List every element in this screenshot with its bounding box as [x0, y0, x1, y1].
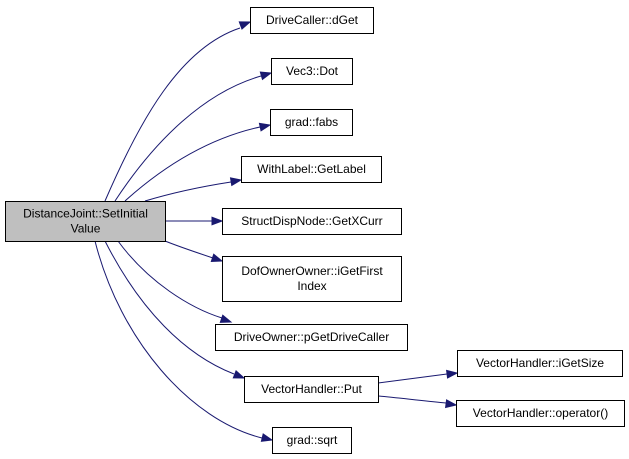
node-withlabel-getlabel[interactable]: WithLabel::GetLabel	[241, 156, 382, 183]
node-driveowner-pgetdrivecaller[interactable]: DriveOwner::pGetDriveCaller	[215, 324, 408, 351]
arrow-head-icon	[259, 71, 273, 81]
node-label: VectorHandler::iGetSize	[476, 356, 604, 370]
edge-line	[124, 126, 261, 202]
node-box	[241, 156, 382, 183]
arrow-head-icon	[238, 21, 252, 30]
edge-line	[377, 395, 447, 404]
edge-root-to-n-driveowner-pgetdrivecaller	[117, 240, 233, 323]
arrow-head-icon	[232, 369, 246, 379]
node-drivecaller-dget[interactable]: DriveCaller::dGet	[250, 7, 374, 34]
edge-line	[144, 181, 232, 202]
node-box	[244, 376, 379, 403]
node-label: Vec3::Dot	[286, 64, 339, 78]
node-label: DofOwnerOwner::iGetFirst	[241, 264, 383, 278]
node-box	[215, 324, 408, 351]
node-vectorhandler-operator[interactable]: VectorHandler::operator()	[456, 400, 625, 427]
node-box	[457, 350, 623, 377]
arrow-head-icon	[210, 253, 224, 262]
edge-root-to-n-grad-sqrt	[94, 240, 274, 442]
node-label: DriveCaller::dGet	[266, 13, 359, 27]
edge-line	[377, 373, 448, 384]
edge-root-to-n-vec3-dot	[114, 71, 273, 202]
node-box	[270, 109, 353, 136]
node-label: Index	[297, 279, 326, 293]
node-box	[222, 208, 402, 235]
node-structdispnode-getxcurr[interactable]: StructDispNode::GetXCurr	[222, 208, 402, 235]
node-vec3-dot[interactable]: Vec3::Dot	[271, 58, 353, 85]
node-box	[456, 400, 625, 427]
edge-line	[114, 75, 262, 202]
node-label: VectorHandler::Put	[261, 382, 362, 396]
node-vectorhandler-igetsize[interactable]: VectorHandler::iGetSize	[457, 350, 623, 377]
node-box	[272, 427, 352, 454]
edge-n-vectorhandler-put-to-n-vectorhandler-operator	[377, 395, 458, 409]
edge-root-to-n-dofownerowner-igetfirstindex	[164, 240, 224, 262]
node-box	[271, 58, 353, 85]
edges-layer	[94, 21, 459, 442]
edge-root-to-n-structdispnode-getxcurr	[165, 216, 224, 226]
node-label: VectorHandler::operator()	[473, 406, 608, 420]
node-box	[250, 7, 374, 34]
arrow-head-icon	[229, 177, 243, 187]
node-grad-sqrt[interactable]: grad::sqrt	[272, 427, 352, 454]
edge-root-to-n-drivecaller-dget	[104, 21, 252, 202]
arrow-head-icon	[211, 216, 224, 226]
node-grad-fabs[interactable]: grad::fabs	[270, 109, 353, 136]
edge-line	[164, 240, 214, 259]
node-label: StructDispNode::GetXCurr	[241, 214, 382, 228]
node-label: grad::sqrt	[287, 433, 338, 447]
arrow-head-icon	[258, 122, 272, 132]
edge-line	[117, 240, 223, 319]
node-vectorhandler-put[interactable]: VectorHandler::Put	[244, 376, 379, 403]
edge-line	[104, 240, 235, 375]
edge-root-to-n-vectorhandler-put	[104, 240, 246, 379]
edge-line	[104, 27, 241, 202]
node-label: DriveOwner::pGetDriveCaller	[234, 330, 389, 344]
edge-root-to-n-grad-fabs	[124, 122, 272, 202]
node-box	[222, 256, 402, 302]
arrow-head-icon	[260, 433, 274, 442]
edge-root-to-n-withlabel-getlabel	[144, 177, 243, 202]
arrow-head-icon	[446, 369, 459, 379]
arrow-head-icon	[445, 399, 458, 409]
node-label: WithLabel::GetLabel	[257, 162, 366, 176]
node-label: grad::fabs	[285, 115, 338, 129]
node-label: Value	[71, 222, 101, 236]
edge-n-vectorhandler-put-to-n-vectorhandler-igetsize	[377, 369, 459, 384]
node-box	[5, 201, 166, 242]
node-label: DistanceJoint::SetInitial	[23, 207, 148, 221]
arrow-head-icon	[219, 314, 233, 323]
edge-line	[94, 240, 263, 439]
